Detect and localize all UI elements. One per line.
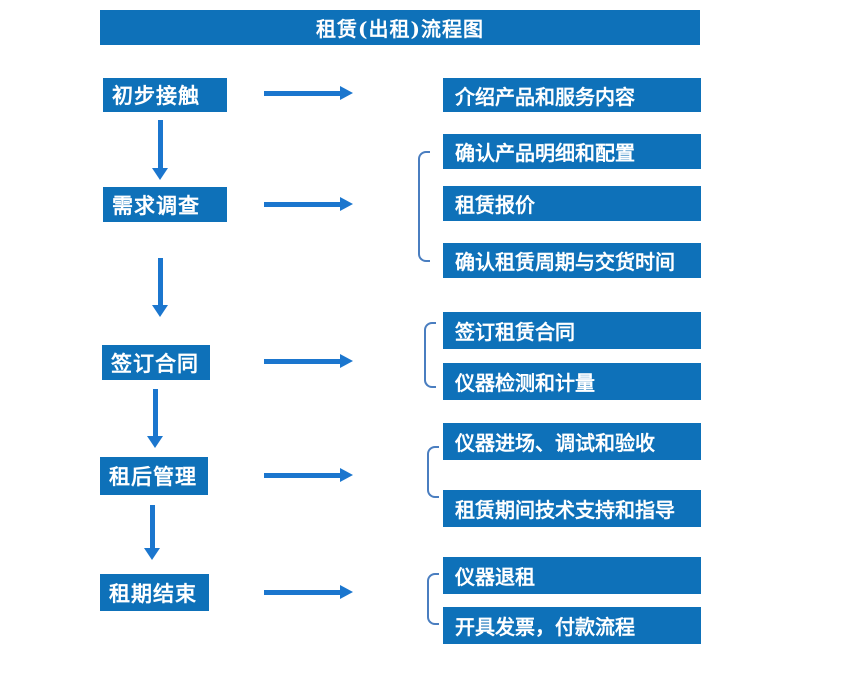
output-label: 仪器退租	[455, 565, 535, 589]
arrow-shaft	[264, 201, 340, 207]
arrow-head-icon	[340, 585, 353, 599]
output-label: 租赁报价	[455, 193, 535, 217]
step-box-rental-period-end: 租期结束	[100, 574, 209, 611]
output-box-sign-rental-contract: 签订租赁合同	[443, 312, 701, 349]
step-box-initial-contact: 初步接触	[103, 78, 227, 112]
output-label: 开具发票，付款流程	[455, 615, 635, 639]
step-label: 签订合同	[111, 350, 199, 376]
right-arrow-step1	[264, 86, 353, 100]
output-label: 确认租赁周期与交货时间	[455, 250, 675, 274]
flowchart-title: 租赁(出租)流程图	[316, 17, 484, 41]
step-label: 需求调查	[112, 192, 200, 218]
down-arrow-step1-2	[152, 120, 168, 180]
output-box-introduce-products-services: 介绍产品和服务内容	[443, 78, 701, 112]
output-box-rental-technical-support: 租赁期间技术支持和指导	[443, 490, 701, 527]
step-box-demand-survey: 需求调查	[103, 187, 227, 222]
arrow-shaft	[264, 358, 340, 364]
arrow-head-icon	[144, 548, 160, 560]
output-label: 签订租赁合同	[455, 320, 575, 344]
group-bracket-demand-survey	[418, 151, 430, 262]
down-arrow-step2-3	[152, 258, 168, 317]
arrow-shaft	[264, 472, 340, 478]
output-label: 仪器进场、调试和验收	[455, 431, 655, 455]
output-box-confirm-product-details: 确认产品明细和配置	[443, 134, 701, 169]
output-box-rental-quote: 租赁报价	[443, 186, 701, 221]
arrow-head-icon	[340, 197, 353, 211]
arrow-head-icon	[147, 436, 163, 448]
down-arrow-step4-5	[144, 505, 160, 560]
step-label: 租后管理	[109, 464, 197, 489]
group-bracket-rental-end	[427, 573, 439, 625]
output-label: 介绍产品和服务内容	[455, 84, 635, 109]
arrow-shaft	[264, 589, 340, 595]
output-label: 租赁期间技术支持和指导	[455, 498, 675, 522]
arrow-shaft	[157, 120, 163, 168]
group-bracket-sign-contract	[424, 322, 436, 388]
flowchart-title-banner: 租赁(出租)流程图	[100, 10, 700, 45]
output-box-instrument-entry-acceptance: 仪器进场、调试和验收	[443, 423, 701, 460]
right-arrow-step5	[264, 585, 353, 599]
output-box-instrument-return: 仪器退租	[443, 557, 701, 594]
group-bracket-post-rental	[427, 446, 439, 498]
right-arrow-step4	[264, 468, 353, 482]
arrow-head-icon	[152, 305, 168, 317]
arrow-shaft	[157, 258, 163, 305]
step-label: 初步接触	[112, 83, 200, 108]
arrow-head-icon	[340, 86, 353, 100]
step-label: 租期结束	[109, 580, 197, 606]
output-box-invoice-payment-process: 开具发票，付款流程	[443, 607, 701, 644]
output-label: 确认产品明细和配置	[455, 141, 635, 165]
right-arrow-step2	[264, 197, 353, 211]
output-label: 仪器检测和计量	[455, 371, 595, 395]
step-box-sign-contract: 签订合同	[102, 345, 210, 380]
arrow-head-icon	[340, 354, 353, 368]
arrow-head-icon	[340, 468, 353, 482]
step-box-post-rental-management: 租后管理	[100, 457, 208, 495]
output-box-instrument-testing-measurement: 仪器检测和计量	[443, 363, 701, 400]
arrow-head-icon	[152, 168, 168, 180]
arrow-shaft	[152, 389, 158, 436]
right-arrow-step3	[264, 354, 353, 368]
arrow-shaft	[264, 90, 340, 96]
output-box-confirm-rental-period-delivery: 确认租赁周期与交货时间	[443, 243, 701, 278]
down-arrow-step3-4	[147, 389, 163, 448]
arrow-shaft	[149, 505, 155, 548]
